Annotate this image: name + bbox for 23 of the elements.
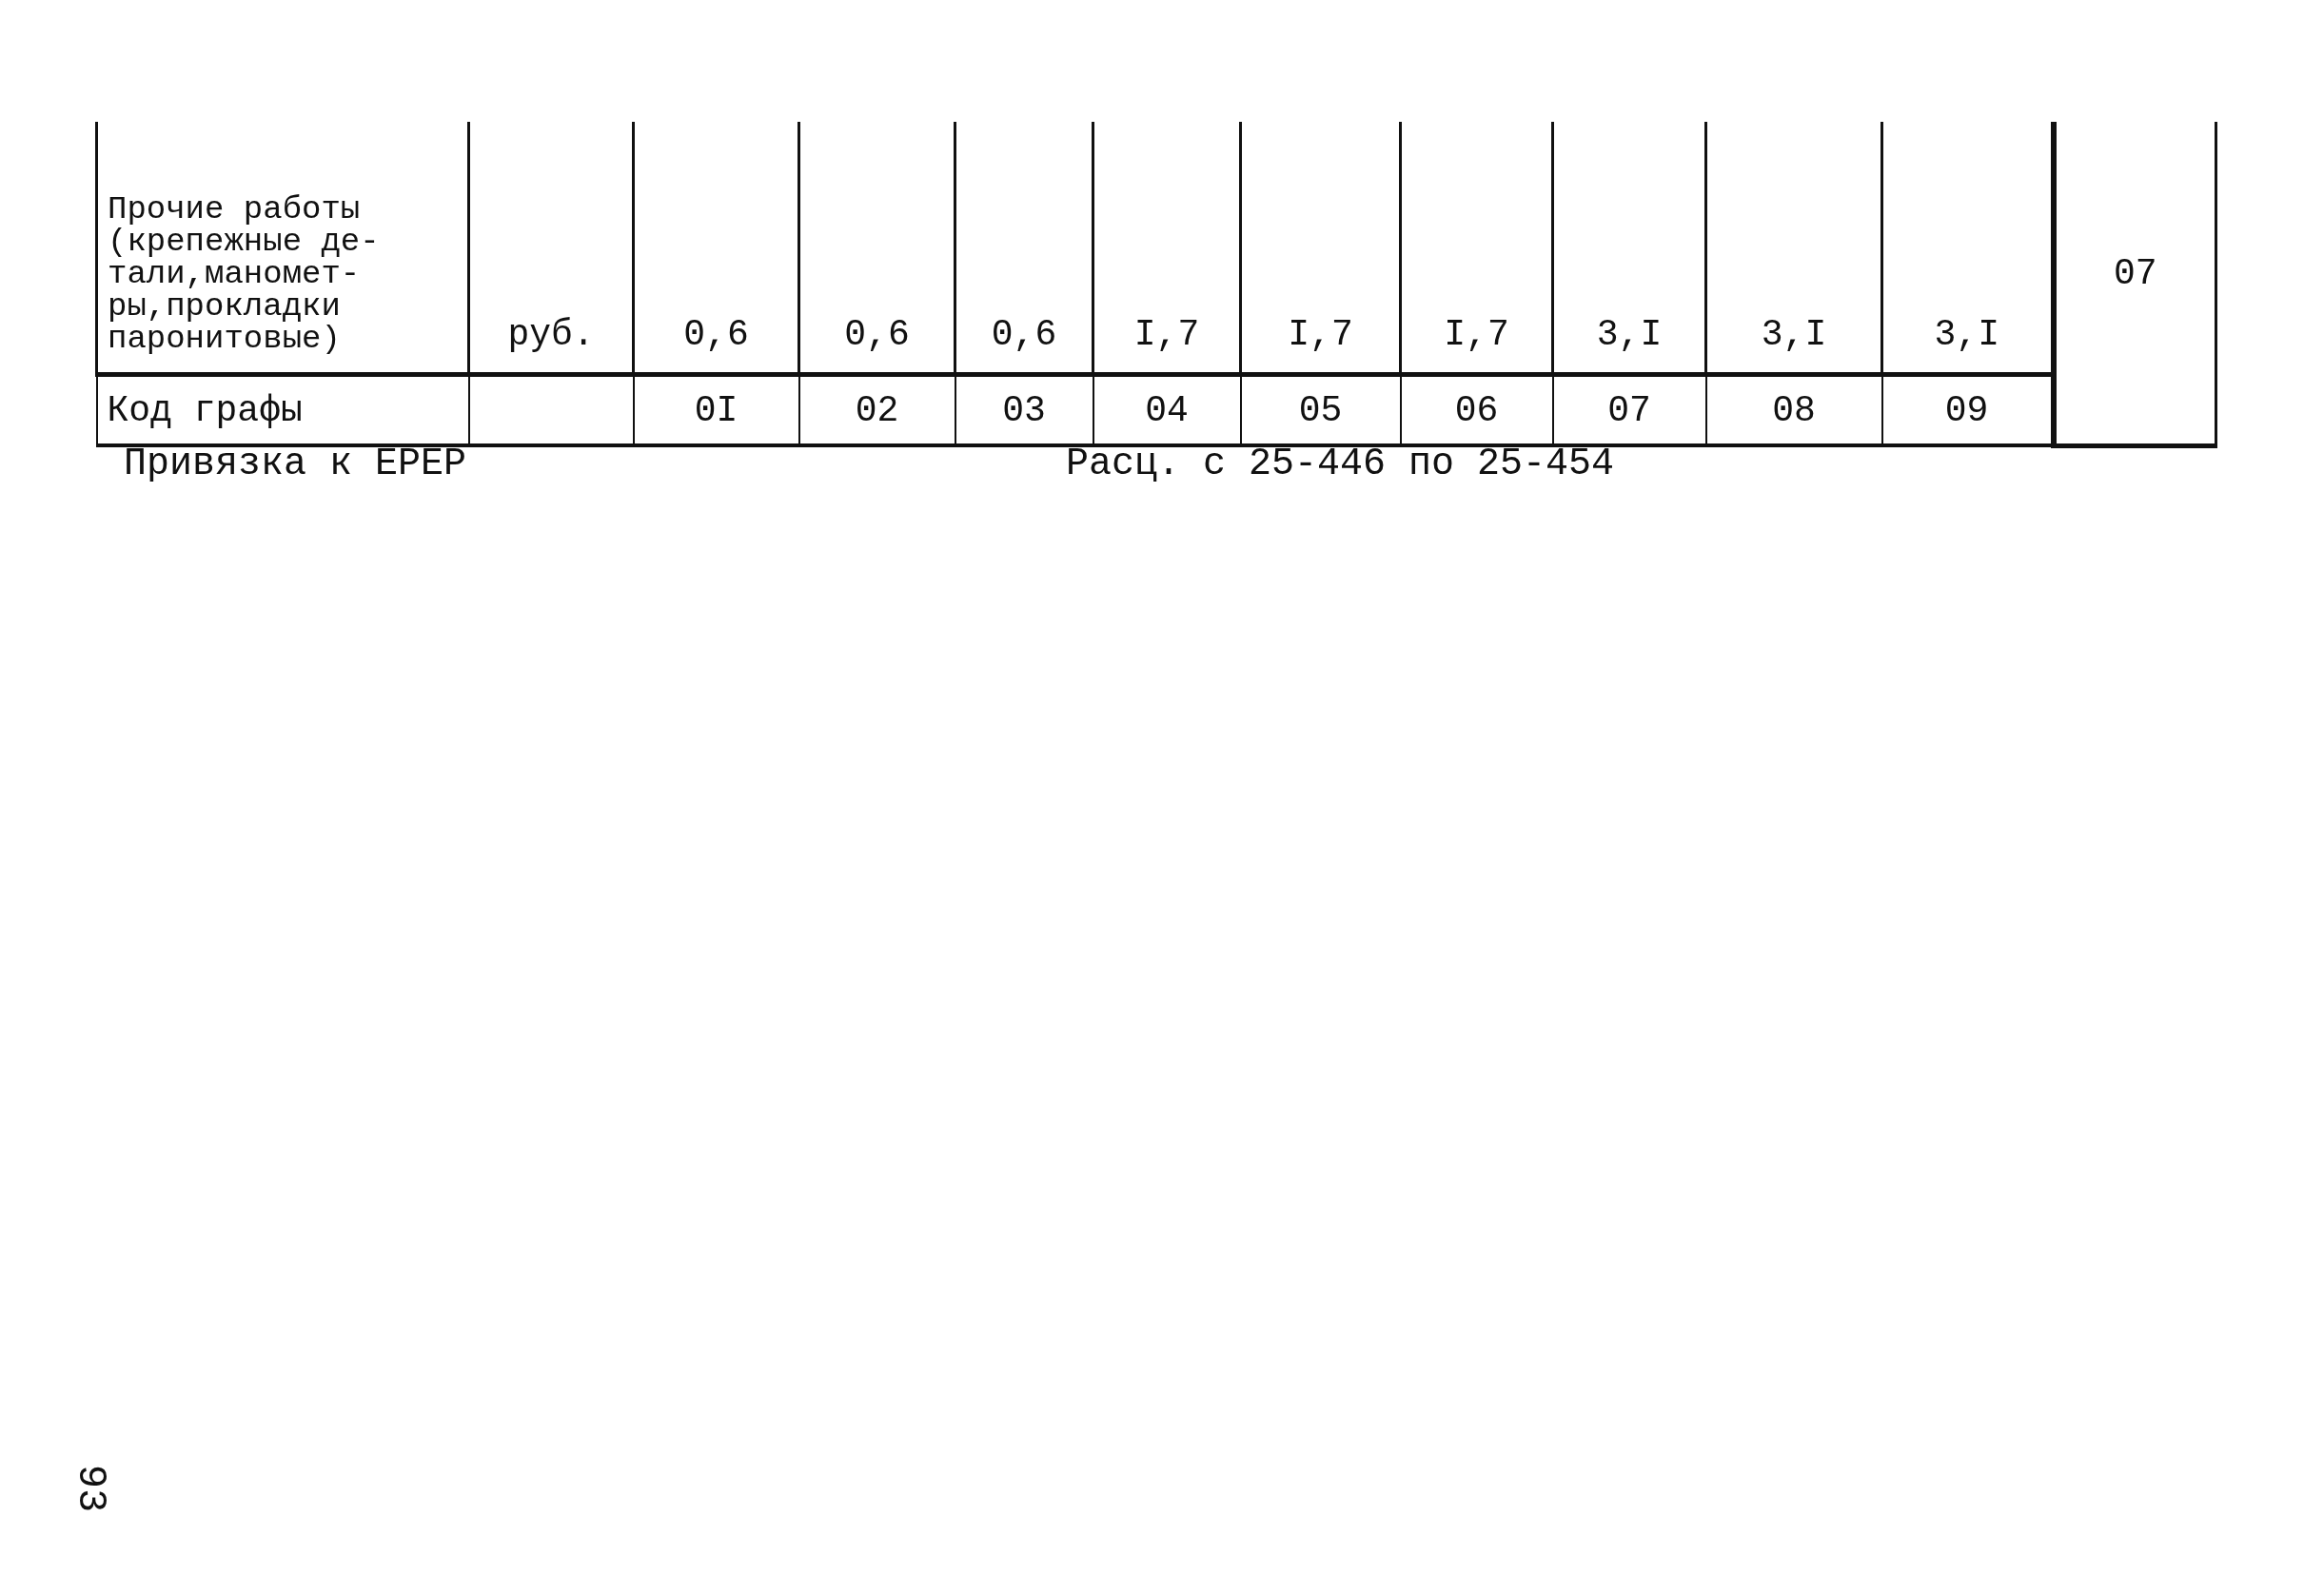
page-number: 93 — [68, 1464, 114, 1513]
column-code: 05 — [1240, 374, 1401, 445]
price-value: I,7 — [1240, 122, 1401, 375]
column-code: 04 — [1093, 374, 1241, 445]
column-code: 02 — [798, 374, 955, 445]
column-code: 08 — [1705, 374, 1882, 445]
note-text: Расц. с 25-446 по 25-454 — [1066, 443, 1615, 485]
column-code: 07 — [1552, 374, 1706, 445]
code-value: 07 — [2053, 122, 2216, 445]
price-value: 0,6 — [798, 122, 955, 375]
price-value: 0,6 — [633, 122, 799, 375]
column-code: 0I — [633, 374, 799, 445]
note-text: Привязка к ЕРЕР — [124, 443, 467, 485]
price-value: 3,I — [1552, 122, 1706, 375]
price-value: 3,I — [1705, 122, 1882, 375]
work-description: Прочие работы (крепежные де- тали,маномет- ры,прокладки паронитовые) — [96, 122, 469, 375]
price-value: I,7 — [1093, 122, 1241, 375]
price-value: 0,6 — [955, 122, 1093, 375]
column-code: 06 — [1400, 374, 1553, 445]
column-code: 03 — [955, 374, 1093, 445]
row-header: Код графы — [96, 374, 469, 445]
price-value: I,7 — [1400, 122, 1553, 375]
unit-label: руб. — [468, 122, 634, 375]
